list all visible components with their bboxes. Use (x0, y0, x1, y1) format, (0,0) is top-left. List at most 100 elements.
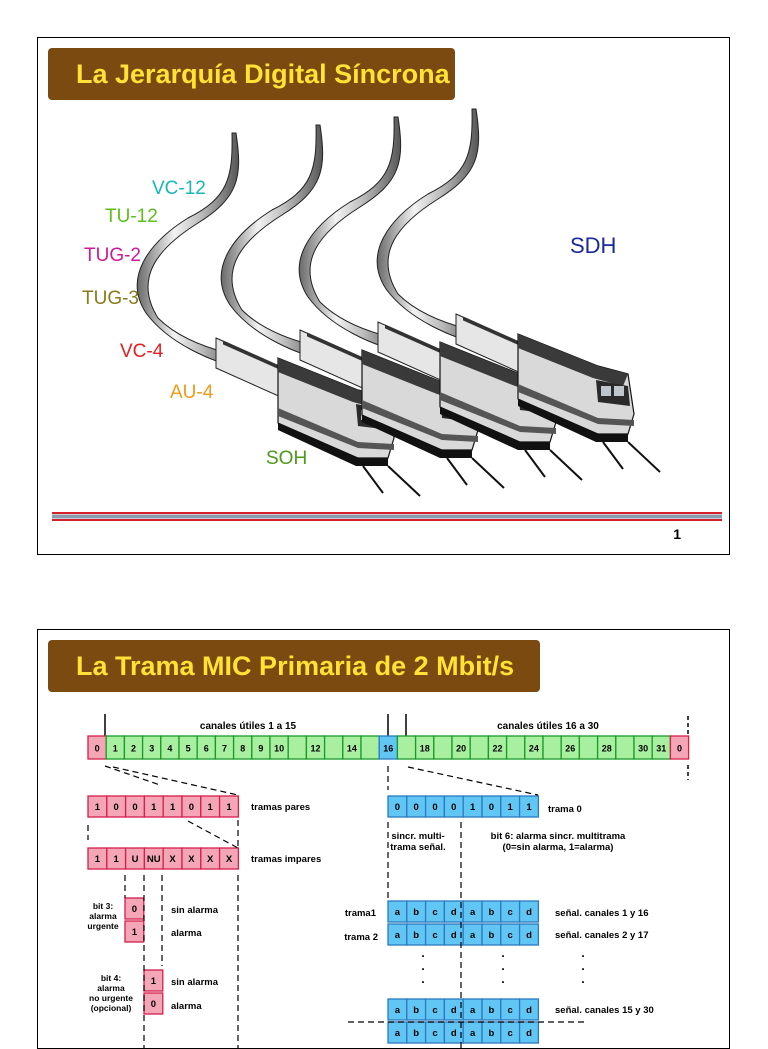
sig1-bit: d (451, 907, 457, 918)
sig3-bit: c (508, 1005, 513, 1016)
row-label-1: trama1 (345, 908, 377, 919)
sig2-bit: b (488, 930, 494, 941)
bit4-text-0: sin alarma (171, 977, 219, 988)
channel-cell (669, 735, 690, 760)
train-1 (136, 132, 421, 497)
channel-cell (615, 735, 635, 760)
sig2-cell (518, 923, 540, 946)
even-bit: 0 (114, 802, 119, 813)
channel-label: 26 (565, 744, 575, 754)
even-bit: 1 (226, 802, 232, 813)
header-right: canales útiles 16 a 30 (497, 721, 599, 732)
bit4b-bit: 0 (151, 999, 156, 1010)
frame0-bit: 0 (489, 802, 494, 813)
sig3-bit: a (470, 1005, 476, 1016)
channel-label: 1 (113, 744, 118, 754)
label-frame0: trama 0 (548, 804, 582, 815)
sig4-bit: b (488, 1028, 494, 1039)
bit3-label-3: urgente (87, 921, 118, 931)
sig4-bit: a (470, 1028, 476, 1039)
channel-cell (323, 735, 344, 760)
channel-label: 16 (383, 744, 393, 754)
odd-bit: NU (147, 854, 161, 865)
sig2-bit: d (526, 930, 532, 941)
sig4-bit: c (432, 1028, 437, 1039)
channel-cell (287, 735, 308, 760)
page-number: 1 (673, 526, 681, 542)
bit4-label-3: no urgente (89, 993, 133, 1003)
even-cell (218, 795, 240, 818)
decorative-stripe (52, 512, 722, 521)
bit3b-bit: 1 (132, 927, 138, 938)
note-bit6-2: (0=sin alarma, 1=alarma) (503, 842, 614, 853)
channel-label: 0 (677, 744, 682, 754)
bit3a-bit: 0 (132, 904, 137, 915)
bit3-label-2: alarma (89, 911, 117, 921)
channel-cell (505, 735, 526, 760)
bit4-label-1: bit 4: (101, 973, 121, 983)
bit3b-cell (124, 920, 145, 943)
channel-label: 5 (186, 744, 191, 754)
label-soh: SOH (266, 448, 308, 469)
channel-label: 28 (602, 744, 612, 754)
odd-bit: X (226, 854, 233, 865)
bit4-text-1: alarma (171, 1001, 202, 1012)
sig1-cell (518, 900, 540, 923)
note-sync-1: sincr. multi- (391, 831, 444, 842)
train-4 (376, 108, 661, 473)
label-tug2: TUG-2 (84, 245, 141, 266)
channel-label: 4 (167, 744, 172, 754)
frame0-bit: 0 (414, 802, 419, 813)
channel-label: 8 (240, 744, 245, 754)
bit4a-bit: 1 (151, 976, 157, 987)
sig3-bit: b (488, 1005, 494, 1016)
even-bit: 1 (208, 802, 214, 813)
sig3-cell (518, 998, 540, 1021)
svg-text:.: . (581, 946, 584, 960)
note-bit6-1: bit 6: alarma sincr. multitrama (491, 831, 626, 842)
odd-bit: 1 (95, 854, 101, 865)
odd-bit: 1 (114, 854, 120, 865)
odd-cell (218, 847, 240, 870)
sig2-bit: c (508, 930, 513, 941)
svg-text:.: . (421, 959, 424, 973)
sig2-bit: a (395, 930, 401, 941)
row-text-2: señal. canales 2 y 17 (555, 930, 648, 941)
odd-bit: X (188, 854, 195, 865)
sig3-bit: b (413, 1005, 419, 1016)
sig1-bit: b (488, 907, 494, 918)
channel-label: 24 (529, 744, 539, 754)
odd-bit: X (169, 854, 176, 865)
svg-text:.: . (501, 972, 504, 986)
sig4-bit: b (413, 1028, 419, 1039)
channel-label: 18 (420, 744, 430, 754)
row-label-2: trama 2 (344, 932, 378, 943)
bit3-text-1: alarma (171, 928, 202, 939)
channel-label: 12 (310, 744, 320, 754)
channel-label: 3 (149, 744, 154, 754)
channel-cell (469, 735, 490, 760)
header-left: canales útiles 1 a 15 (200, 721, 297, 732)
svg-text:.: . (501, 946, 504, 960)
label-even: tramas pares (251, 802, 310, 813)
bit4b-cell (143, 992, 164, 1015)
sig1-bit: b (413, 907, 419, 918)
svg-text:.: . (581, 972, 584, 986)
sig3-bit: c (432, 1005, 437, 1016)
svg-text:.: . (421, 972, 424, 986)
bit3-label-1: bit 3: (93, 901, 113, 911)
svg-text:.: . (501, 959, 504, 973)
channel-label: 2 (131, 744, 136, 754)
frame0-bit: 0 (395, 802, 400, 813)
sig1-bit: a (395, 907, 401, 918)
slide-1: La Jerarquía Digital Síncrona VC-12 TU-1… (37, 37, 730, 555)
label-odd: tramas impares (251, 854, 321, 865)
svg-text:.: . (581, 959, 584, 973)
label-au4: AU-4 (170, 382, 214, 403)
channel-cell (433, 735, 453, 760)
bit3-text-0: sin alarma (171, 905, 219, 916)
frame0-bit: 0 (451, 802, 456, 813)
label-vc12: VC-12 (152, 178, 206, 199)
channel-label: 20 (456, 744, 466, 754)
sig2-bit: b (413, 930, 419, 941)
